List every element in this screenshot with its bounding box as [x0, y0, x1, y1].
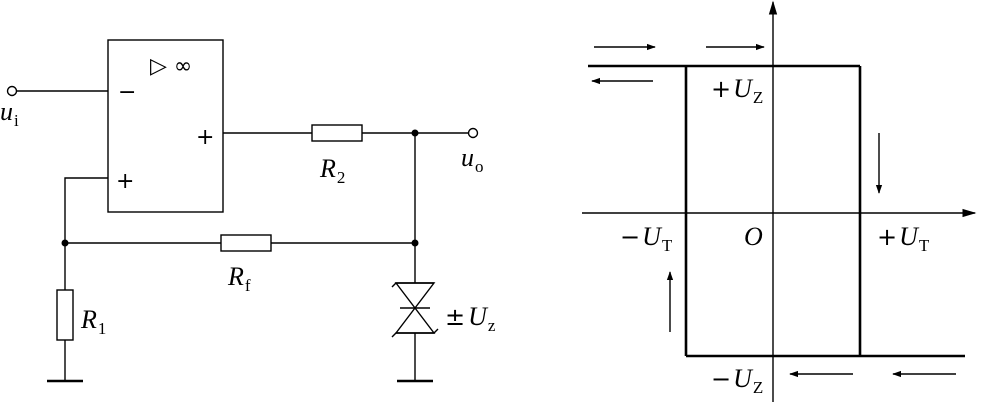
r1-label: R1 [80, 305, 106, 338]
origin-label: O [744, 222, 763, 251]
noninverting-wire [64, 177, 108, 243]
circuit-schematic: ▷ ∞ − + + ui R2 uo Rf R1 [0, 39, 496, 383]
neg-saturation-label: −UZ [711, 364, 763, 397]
resistor-r2 [311, 124, 363, 142]
r2-label: R2 [319, 154, 345, 187]
output-label: uo [461, 143, 484, 176]
opamp-body [107, 39, 224, 213]
pos-saturation-label: +UZ [711, 74, 763, 107]
opamp-symbol: ▷ ∞ [150, 54, 192, 79]
resistor-r1 [56, 289, 74, 341]
output-terminal [467, 127, 479, 139]
pos-threshold-label: +UT [877, 222, 930, 255]
resistor-rf [220, 234, 272, 252]
inverting-input-sign: − [118, 80, 136, 105]
neg-threshold-label: −UT [620, 222, 673, 255]
input-label: ui [0, 97, 19, 130]
output-sign: + [196, 125, 214, 150]
noninverting-input-sign: + [116, 169, 134, 194]
zener-diode-icon [391, 282, 439, 338]
zener-label: ±Uz [445, 302, 496, 335]
hysteresis-transfer-curve: +UZ −UT O +UT −UZ [582, 0, 977, 402]
rf-label: Rf [227, 262, 251, 295]
input-terminal [6, 85, 18, 97]
